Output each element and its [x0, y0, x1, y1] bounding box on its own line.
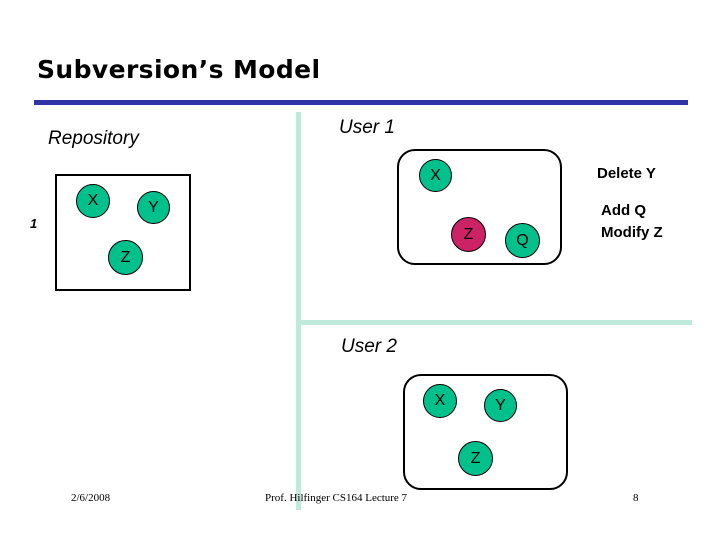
file-node-z: Z	[108, 240, 143, 275]
file-node-x: X	[76, 184, 110, 218]
annotation-add-q: Add Q	[601, 202, 646, 219]
footer-course-label: Prof. Hilfinger CS164 Lecture 7	[265, 492, 408, 504]
footer-date: 2/6/2008	[71, 492, 111, 504]
file-node-z: Z	[458, 441, 493, 476]
vertical-divider	[296, 112, 301, 510]
horizontal-divider	[296, 320, 692, 325]
file-node-x: X	[423, 384, 457, 418]
repository-heading: Repository	[48, 128, 139, 149]
user1-heading: User 1	[339, 117, 395, 138]
user2-heading: User 2	[341, 336, 397, 357]
page-title: Subversion’s Model	[37, 55, 321, 84]
file-node-y: Y	[137, 191, 170, 224]
footer-page-number: 8	[633, 492, 639, 504]
file-node-q: Q	[505, 223, 540, 258]
repository-revision-label: 1	[30, 216, 38, 231]
annotation-modify-z: Modify Z	[601, 224, 663, 241]
file-node-x: X	[419, 159, 452, 192]
annotation-delete-y: Delete Y	[597, 165, 656, 182]
title-underline-rule	[34, 100, 688, 105]
file-node-y: Y	[484, 389, 517, 422]
file-node-z: Z	[451, 217, 486, 252]
